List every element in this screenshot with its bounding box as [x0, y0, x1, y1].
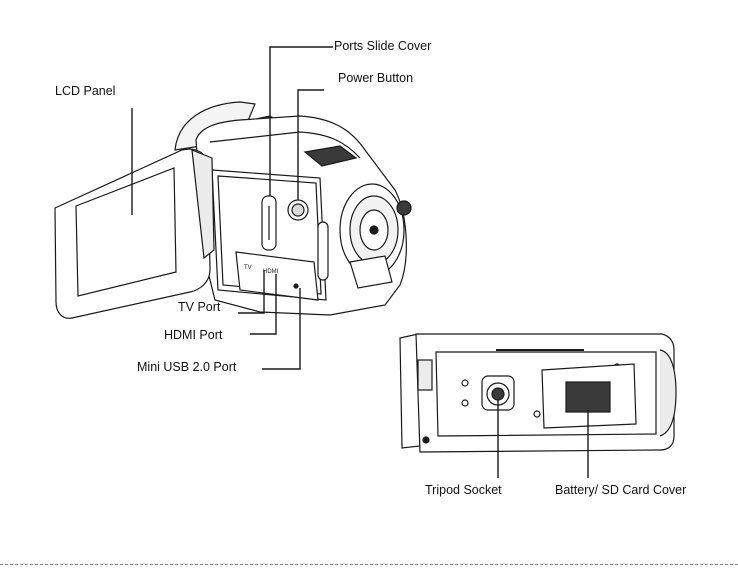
page-bottom-rule [0, 564, 738, 565]
side-long-button [318, 222, 328, 280]
zoom-knob [397, 201, 411, 215]
battery-cover-grip [566, 382, 610, 412]
tv-port-marking: TV [244, 265, 252, 271]
bottom-left-tab [418, 360, 432, 390]
tripod-socket-label: Tripod Socket [425, 483, 502, 497]
lcd-panel-label: LCD Panel [55, 84, 115, 98]
camcorder-bottom-view [400, 334, 676, 452]
camcorder-side-view [55, 102, 411, 318]
front-bottom-plate [350, 256, 392, 288]
power-button-center [292, 204, 304, 216]
front-lens-center [370, 226, 378, 234]
mini-usb-port-label: Mini USB 2.0 Port [137, 360, 236, 374]
bottom-left-hole [423, 437, 429, 443]
battery-sd-cover-label: Battery/ SD Card Cover [555, 483, 686, 497]
tv-port-label: TV Port [178, 300, 220, 314]
ports-slide-cover-label: Ports Slide Cover [334, 39, 431, 53]
usb-port-mark [294, 284, 298, 288]
hdmi-port-label: HDMI Port [164, 328, 222, 342]
tripod-socket-hole [492, 388, 504, 400]
power-button-label: Power Button [338, 71, 413, 85]
